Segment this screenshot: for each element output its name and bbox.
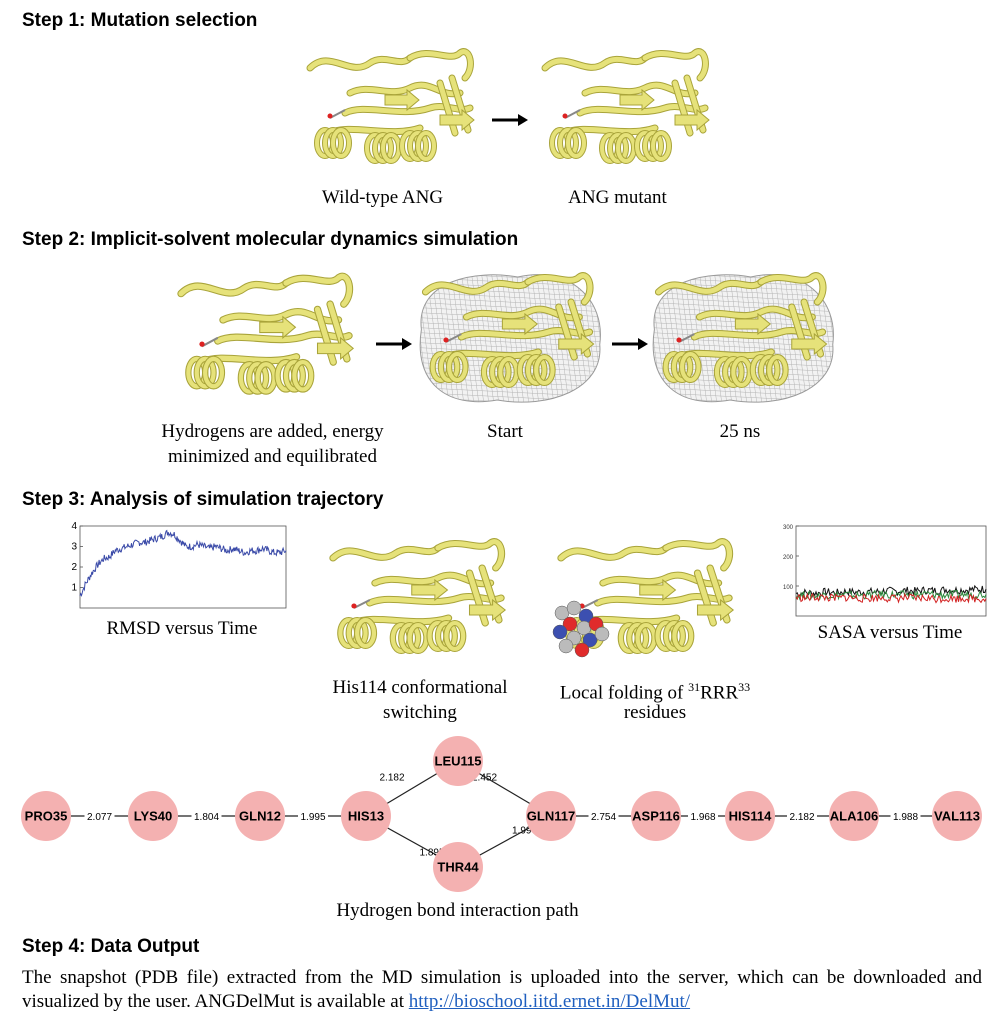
series-line-2: [795, 592, 987, 604]
y-tick-label: 2: [71, 562, 77, 573]
wild-type-protein-structure: [306, 48, 475, 164]
hydrogens-caption-line2: minimized and equilibrated: [168, 446, 377, 467]
y-tick-label: 200: [783, 555, 794, 561]
node-label: LYS40: [134, 809, 173, 824]
node-label: GLN12: [239, 809, 281, 824]
plot-frame: [795, 525, 987, 617]
y-tick-label: 3: [71, 542, 77, 553]
protein-ribbon: [306, 48, 475, 164]
bond-length-label: 1.995: [300, 812, 325, 823]
data-output-text: The snapshot (PDB file) extracted from t…: [22, 967, 982, 1012]
mutant-protein-structure: [541, 48, 710, 164]
rmsd-caption: RMSD versus Time: [106, 618, 258, 639]
bond-label-bg: [588, 810, 619, 821]
node-label: LEU115: [435, 754, 482, 769]
series-line-0: [79, 529, 287, 597]
y-tick-label: 300: [783, 525, 794, 531]
node-ala106: [829, 791, 879, 841]
bond-length-label: 2.077: [87, 812, 112, 823]
protein-ribbon: [177, 272, 355, 395]
data-output-paragraph: The snapshot (PDB file) extracted from t…: [22, 966, 982, 1014]
node-pro35: [21, 791, 71, 841]
step4-title: Step 4: Data Output: [22, 936, 200, 957]
protein-ribbon: [654, 272, 828, 388]
protein-ribbon: [329, 538, 507, 654]
local-folding-protein-structure: [552, 538, 735, 658]
bond-length-label: 1.988: [893, 812, 918, 823]
his114-caption-line2: switching: [383, 702, 457, 723]
node-label: ASP116: [632, 809, 680, 824]
hydrogens-caption-line1: Hydrogens are added, energy: [161, 421, 384, 442]
bond-label-bg: [890, 810, 921, 821]
bond-length-label: 2.182: [379, 773, 404, 784]
local-folding-caption-line2: residues: [623, 702, 687, 723]
node-leu115: [433, 736, 483, 786]
wild-type-caption: Wild-type ANG: [321, 187, 444, 208]
node-label: ALA106: [830, 809, 878, 824]
his114-protein-structure: [329, 538, 507, 654]
end-caption: 25 ns: [719, 421, 761, 442]
node-val113: [932, 791, 982, 841]
rmsd-chart: 1 2 3 4: [71, 521, 287, 609]
bond-length-label: 2.452: [472, 773, 497, 784]
step2-title: Step 2: Implicit-solvent molecular dynam…: [22, 229, 519, 250]
delmut-link[interactable]: http://bioschool.iitd.ernet.in/DelMut/: [408, 991, 691, 1012]
arrow-right-icon: [612, 338, 648, 350]
hydrogen-bond-network: 2.077 1.804 1.995 2.182 1.895 2.452 1.997 2.754…: [21, 736, 982, 892]
bond-length-label: 1.895: [419, 848, 444, 859]
plot-frame: [79, 525, 287, 609]
bond-length-label: 2.754: [591, 812, 616, 823]
bond-label-bg: [787, 810, 817, 821]
start-surface-structure: [419, 272, 601, 403]
equilibrated-protein-structure: [177, 272, 355, 395]
sasa-caption: SASA versus Time: [817, 622, 963, 643]
bond-label-bg: [191, 810, 222, 821]
node-label: THR44: [437, 860, 479, 875]
node-thr44: [433, 842, 483, 892]
start-caption: Start: [487, 421, 523, 442]
protein-ribbon: [421, 272, 595, 388]
bond-length-label: 1.804: [194, 812, 219, 823]
node-lys40: [128, 791, 178, 841]
node-label: VAL113: [934, 809, 980, 824]
bond-length-label: 1.968: [690, 812, 715, 823]
arrow-right-icon: [376, 338, 412, 350]
node-gln117: [526, 791, 576, 841]
bond-label-bg: [84, 810, 115, 821]
bond-label-bg: [688, 810, 718, 821]
bond-length-label: 2.182: [789, 812, 814, 823]
series-line-0: [795, 584, 987, 599]
local-folding-caption-line1: Local folding of 31RRR33: [559, 680, 751, 704]
end-surface-structure: [652, 272, 834, 403]
node-label: HIS13: [348, 809, 384, 824]
bond-label-bg: [298, 810, 328, 821]
network-caption: Hydrogen bond interaction path: [336, 900, 579, 921]
step3-title: Step 3: Analysis of simulation trajector…: [22, 489, 384, 510]
arrow-right-icon: [492, 114, 528, 126]
y-tick-label: 1: [71, 583, 77, 594]
node-label: GLN117: [527, 809, 575, 824]
rrr-residue-spheres: [552, 600, 610, 658]
sasa-chart: 100 200 300: [783, 525, 987, 617]
y-tick-label: 4: [71, 521, 77, 532]
step1-title: Step 1: Mutation selection: [22, 10, 258, 31]
node-his13: [341, 791, 391, 841]
his114-caption-line1: His114 conformational: [332, 677, 508, 698]
node-label: PRO35: [25, 809, 68, 824]
node-his114: [725, 791, 775, 841]
bond-length-label: 1.997: [512, 826, 537, 837]
node-asp116: [631, 791, 681, 841]
node-gln12: [235, 791, 285, 841]
node-label: HIS114: [729, 809, 772, 824]
y-tick-label: 100: [783, 585, 794, 591]
mutant-caption: ANG mutant: [568, 187, 667, 208]
protein-ribbon: [541, 48, 710, 164]
